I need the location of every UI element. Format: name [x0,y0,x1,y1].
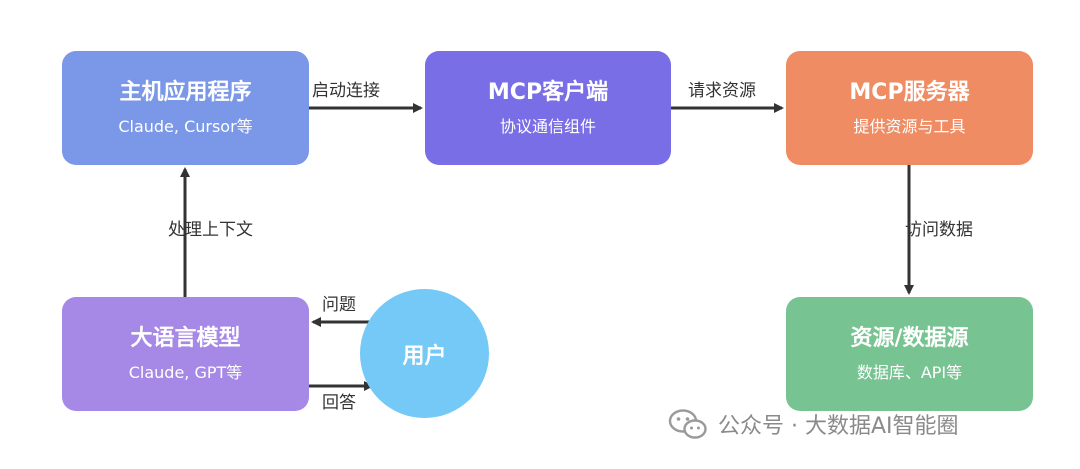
resource-subtitle: 数据库、API等 [856,363,963,382]
host-app-node: 主机应用程序 Claude, Cursor等 [62,51,309,165]
edge-label-process: 处理上下文 [168,220,253,240]
wechat-icon [668,409,707,439]
mcp-server-node: MCP服务器 提供资源与工具 [786,51,1033,165]
watermark-text: 公众号 · 大数据AI智能圈 [718,414,959,439]
edge-label-request: 请求资源 [688,81,756,101]
mcp-client-node: MCP客户端 协议通信组件 [425,51,671,165]
mcp-server-title: MCP服务器 [849,80,970,105]
mcp-client-title: MCP客户端 [487,80,609,105]
llm-subtitle: Claude, GPT等 [128,363,243,382]
watermark: 公众号 · 大数据AI智能圈 [668,408,959,440]
llm-node: 大语言模型 Claude, GPT等 [62,297,309,411]
mcp-client-subtitle: 协议通信组件 [499,117,596,136]
user-title: 用户 [402,343,447,369]
host-app-title: 主机应用程序 [119,80,252,105]
host-app-subtitle: Claude, Cursor等 [118,117,253,136]
edge-label-access: 访问数据 [905,220,973,240]
edge-label-answer: 回答 [322,393,356,413]
resource-node: 资源/数据源 数据库、API等 [786,297,1033,411]
resource-title: 资源/数据源 [850,326,969,351]
mcp-server-subtitle: 提供资源与工具 [853,117,966,136]
edge-label-connect: 启动连接 [312,81,380,101]
llm-title: 大语言模型 [130,326,241,351]
user-node: 用户 [360,289,489,418]
edge-label-question: 问题 [322,295,356,315]
